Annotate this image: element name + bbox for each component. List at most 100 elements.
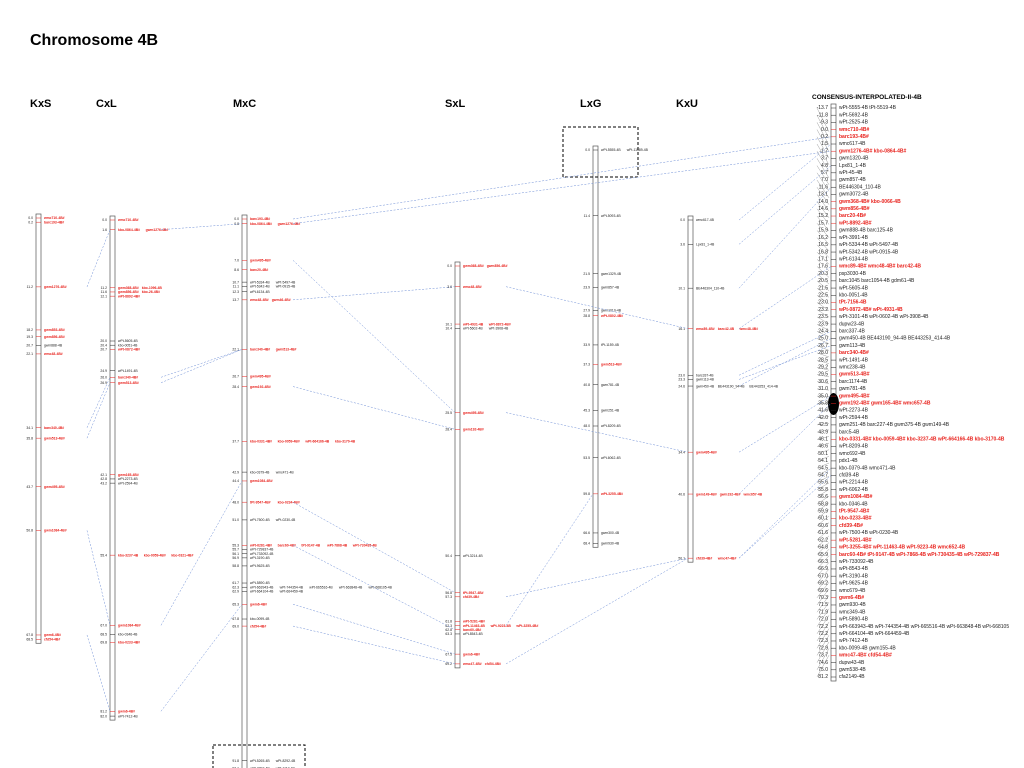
marker-position: 50.8 <box>26 529 33 533</box>
marker-name: wPt-3101-4B wPt-0602-4B wPt-3908-4B <box>839 314 929 320</box>
marker-name: wmc679-4B <box>839 588 866 594</box>
link-line <box>292 604 456 655</box>
marker-name: barc42-4B <box>718 327 735 331</box>
marker-position: 60.6 <box>818 523 828 529</box>
marker-name: wmc47-4B# cfd54-4B# <box>838 653 892 659</box>
marker-name: wPt-0802-4B# <box>600 314 623 318</box>
marker-name: barc60-4B# tPt-9147-4B wPt-7868-4B wPt-7… <box>839 552 1000 558</box>
marker-position: 22.1 <box>26 352 33 356</box>
marker-position: 12.3 <box>232 290 239 294</box>
marker-name: wPt-2214-4B <box>839 480 869 486</box>
marker-position: 61.7 <box>232 581 239 585</box>
marker-position: 35.8 <box>26 436 33 440</box>
marker-name: wmc48-4B# <box>249 298 269 302</box>
marker-name: cfd39-4B <box>839 473 860 479</box>
unanchored-segment-box <box>212 744 306 768</box>
fan-line <box>816 635 830 656</box>
marker-position: -1.7 <box>819 148 828 154</box>
marker-position: 72.3 <box>818 638 828 644</box>
marker-position: 69.2 <box>818 581 828 587</box>
marker-name: wPt-1491-4B <box>118 369 138 373</box>
marker-position: 37.7 <box>232 440 239 444</box>
link-line <box>738 266 832 329</box>
marker-name: gwm1329-4B <box>601 272 622 276</box>
link-line <box>160 349 243 378</box>
marker-name: gwm495-4B# <box>463 411 484 415</box>
marker-name: wmc617-4B <box>839 141 866 147</box>
map-header-mxc: MxC <box>233 98 257 110</box>
marker-position: 26.7 <box>232 375 239 379</box>
marker-position: 58.8 <box>232 564 239 568</box>
marker-position: 62.3 <box>232 585 239 589</box>
marker-name: kbo-0346-4B <box>839 501 868 507</box>
fan-line <box>816 280 830 291</box>
marker-name: wPt-6134-4B <box>839 256 869 262</box>
marker-position: 67.0 <box>100 624 107 628</box>
marker-position: 20.3 <box>818 271 828 277</box>
marker-name: gwm857-4B <box>601 286 620 290</box>
marker-name: wPt-5555-4B <box>601 148 621 152</box>
marker-position: 57.3 <box>445 595 452 599</box>
marker-row: 21.5 gwm1329-4B <box>583 272 621 276</box>
marker-row: 23.3 gwm113-4B <box>678 378 714 382</box>
marker-position: 0.0 <box>28 216 33 220</box>
marker-name: gwm192-4B# <box>720 492 741 496</box>
marker-position: 28.4 <box>232 385 239 389</box>
fan-line <box>816 482 830 490</box>
marker-name: wmc617-4B <box>696 218 715 222</box>
marker-position: 23.3 <box>678 378 685 382</box>
marker-name: barc1174-4B <box>839 379 868 385</box>
marker-name: gwm113-4B <box>696 378 715 382</box>
marker-name: wPt-4931-4B <box>462 322 484 326</box>
link-line <box>292 625 456 665</box>
marker-name: wmc657-4B <box>742 492 762 496</box>
marker-position: 1.5 <box>821 141 828 147</box>
marker-position: 69.2 <box>445 662 452 666</box>
marker-name: wmc238-4B <box>839 364 866 370</box>
marker-position: 65.3 <box>232 602 239 606</box>
fan-line <box>816 489 830 498</box>
marker-position: 22.1 <box>232 348 239 352</box>
marker-position: 56.1 <box>232 552 239 556</box>
marker-position: 14.6 <box>818 206 828 212</box>
marker-name: barc193-4B# <box>44 220 64 224</box>
marker-position: 61.6 <box>818 530 828 536</box>
marker-name: gwm1320-4B <box>839 156 869 162</box>
marker-position: 81.2 <box>818 674 828 680</box>
marker-name: barc193-4B# <box>250 217 270 221</box>
marker-name: wPt-6062-4B <box>601 456 621 460</box>
marker-name: gwm251-4B <box>601 409 620 413</box>
marker-name: gwm300-4B <box>601 531 620 535</box>
fan-line <box>816 595 830 613</box>
marker-name: wPt-9625-4B <box>250 564 270 568</box>
marker-position: 21.5 <box>583 272 590 276</box>
marker-name: wPt-665516-4B <box>309 585 333 589</box>
marker-position: 72.2 <box>818 631 828 637</box>
link-line <box>292 501 456 593</box>
marker-name: gwm113-4B <box>839 343 866 349</box>
fan-line <box>816 628 830 649</box>
marker-name: wmc48-4B# <box>738 327 758 331</box>
